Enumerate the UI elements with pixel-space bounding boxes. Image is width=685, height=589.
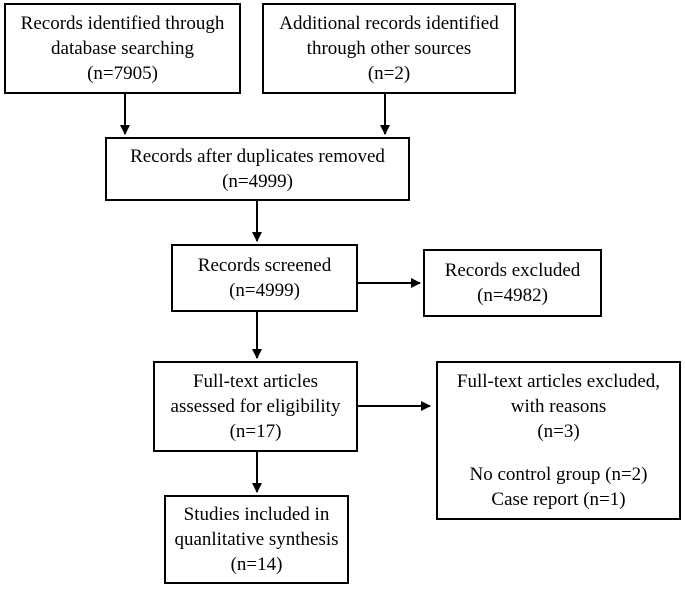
box-line: Records excluded <box>444 260 581 281</box>
box-line: Records identified through <box>20 13 225 34</box>
box-line: Records after duplicates removed <box>130 146 385 167</box>
box-line: Studies included in <box>183 504 330 525</box>
box-records-excluded: Records excluded (n=4982) <box>423 249 602 317</box>
box-line: (n=4982) <box>477 285 548 306</box>
box-line: (n=3) <box>537 421 580 442</box>
box-line: (n=17) <box>229 421 282 442</box>
box-fulltext-excluded: Full-text articles excluded, with reason… <box>436 361 681 520</box>
exclusion-reason: Case report (n=1) <box>491 489 626 510</box>
box-studies-included: Studies included in quanlitative synthes… <box>164 495 349 584</box>
box-line: (n=7905) <box>87 63 158 84</box>
box-fulltext-assessed: Full-text articles assessed for eligibil… <box>153 361 358 452</box>
box-line: with reasons <box>510 396 607 417</box>
box-line: database searching <box>51 38 194 59</box>
box-duplicates-removed: Records after duplicates removed (n=4999… <box>105 137 410 201</box>
box-line: Additional records identified <box>279 13 499 34</box>
box-line: (n=2) <box>367 63 411 84</box>
box-other-sources: Additional records identified through ot… <box>262 3 516 94</box>
exclusion-reason: No control group (n=2) <box>469 464 648 485</box>
box-line: Full-text articles <box>192 371 319 392</box>
box-database-search: Records identified through database sear… <box>4 3 241 94</box>
box-line: Records screened <box>197 255 332 276</box>
box-line: (n=14) <box>230 554 283 575</box>
box-line: quanlitative synthesis <box>174 529 339 550</box>
box-line: Full-text articles excluded, <box>456 371 661 392</box>
box-line: (n=4999) <box>229 280 300 301</box>
box-line: assessed for eligibility <box>170 396 341 417</box>
box-line: through other sources <box>306 38 472 59</box>
box-line: (n=4999) <box>222 171 293 192</box>
box-records-screened: Records screened (n=4999) <box>171 244 358 312</box>
